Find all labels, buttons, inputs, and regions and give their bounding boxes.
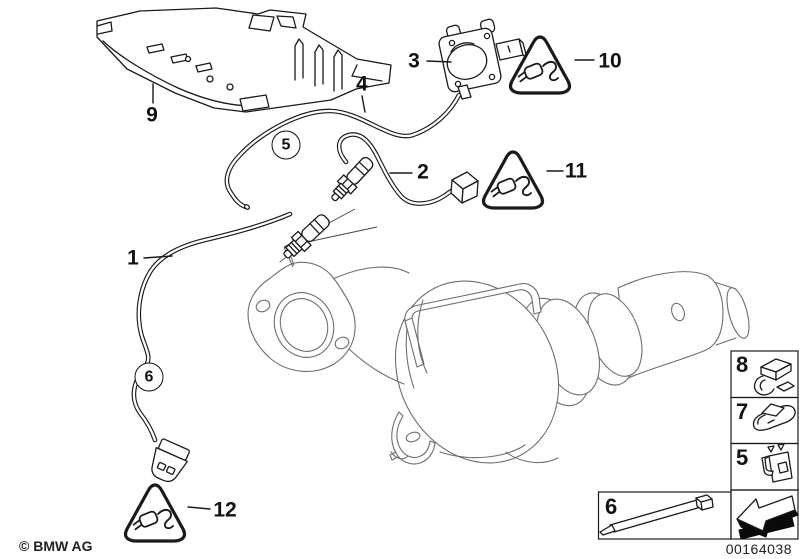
leader-1 (143, 255, 173, 259)
circled-callout-6[interactable]: 6 (134, 362, 164, 392)
leader-lines (143, 59, 595, 510)
lambda-sensor-1-drawing (131, 211, 330, 483)
control-unit-drawing (438, 18, 528, 100)
circled-callout-5[interactable]: 5 (271, 130, 301, 160)
cable-tie-6-drawing (599, 494, 714, 536)
image-number: 00164038 (725, 541, 792, 557)
callout-4[interactable]: 4 (356, 72, 368, 96)
leader-3 (426, 60, 452, 63)
bracket-carrier-drawing (96, 7, 392, 113)
catalytic-converter-drawing (247, 253, 750, 465)
callout-2[interactable]: 2 (417, 160, 429, 184)
warning-triangle-12-icon (123, 483, 187, 543)
callout-10[interactable]: 10 (598, 49, 622, 73)
copyright-text: © BMW AG (19, 538, 93, 554)
warning-triangle-11-icon (481, 150, 545, 210)
callout-9[interactable]: 9 (146, 103, 158, 127)
legend-label-7[interactable]: 7 (736, 399, 749, 424)
direction-arrow-icon (736, 495, 799, 540)
clip-8-drawing (753, 358, 795, 396)
legend-grid (597, 350, 799, 540)
callout-12[interactable]: 12 (213, 498, 237, 522)
leader-4 (361, 95, 366, 113)
legend-label-5[interactable]: 5 (736, 445, 749, 470)
clip-7-drawing (752, 403, 796, 431)
lambda-sensor-2-drawing (331, 132, 479, 206)
callout-11[interactable]: 11 (564, 159, 588, 183)
harness-cable-drawing (224, 92, 462, 210)
callout-1[interactable]: 1 (127, 246, 139, 270)
leader-12 (187, 506, 211, 510)
legend-label-6[interactable]: 6 (605, 494, 618, 519)
connector-plug-drawing (151, 438, 190, 483)
legend-label-8[interactable]: 8 (736, 352, 749, 377)
bracket-5-drawing (761, 443, 793, 483)
callout-3[interactable]: 3 (408, 49, 420, 73)
